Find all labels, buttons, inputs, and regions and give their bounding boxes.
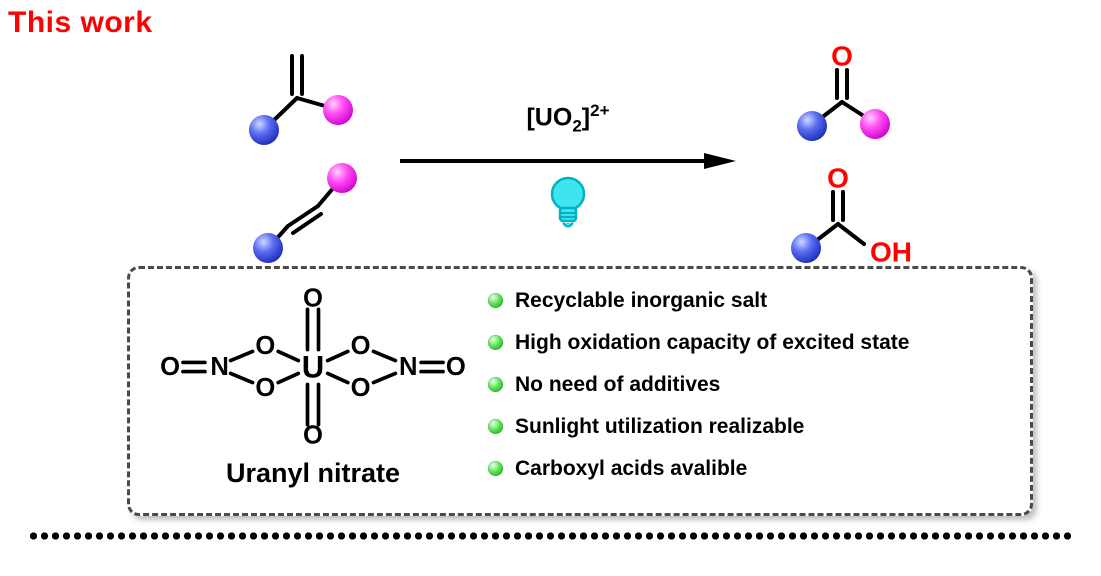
single-bond: [276, 349, 301, 363]
blue-sphere: [253, 233, 283, 263]
bulb-base: [558, 207, 578, 223]
single-bond: [228, 349, 255, 363]
bulb-glass: [550, 177, 586, 212]
feature-label: Carboxyl acids avalible: [515, 456, 748, 480]
feature-list: Recyclable inorganic salt High oxidation…: [488, 288, 909, 481]
bulb-tip: [562, 222, 574, 228]
lightbulb-icon: [550, 177, 586, 228]
list-item: Recyclable inorganic salt: [488, 288, 909, 313]
oxygen-atom: O: [351, 374, 371, 402]
feature-label: Recyclable inorganic salt: [515, 288, 768, 312]
single-bond: [276, 371, 301, 385]
single-bond: [371, 349, 398, 363]
arrow-head: [704, 153, 736, 170]
double-bond: [286, 204, 320, 228]
oxygen-atom: O: [827, 163, 849, 194]
green-bullet-icon: [488, 419, 503, 434]
list-item: High oxidation capacity of excited state: [488, 330, 909, 355]
reagent-charge: 2+: [590, 101, 610, 120]
list-item: Sunlight utilization realizable: [488, 414, 909, 439]
catalyst-label: Uranyl nitrate: [225, 458, 401, 488]
single-bond: [371, 371, 398, 385]
list-item: Carboxyl acids avalible: [488, 456, 909, 481]
reagent-close: ]: [581, 103, 591, 132]
oxygen-atom: O: [831, 41, 853, 72]
single-bond: [228, 371, 255, 385]
oxygen-atom: O: [351, 332, 371, 360]
magenta-sphere: [860, 109, 890, 139]
blue-sphere: [797, 111, 827, 141]
nitrogen-atom: N: [210, 353, 229, 381]
uranyl-nitrate-structure: O N O O U O O O O N O: [160, 284, 466, 450]
hydroxyl-group: OH: [870, 237, 912, 268]
feature-label: High oxidation capacity of excited state: [515, 330, 910, 354]
feature-label: Sunlight utilization realizable: [515, 414, 805, 438]
product-carboxylic-acid: O OH: [791, 163, 912, 268]
oxygen-atom: O: [255, 332, 275, 360]
green-bullet-icon: [488, 293, 503, 308]
reactant-alkene-1: [249, 54, 353, 145]
reagent-open: [UO: [526, 103, 573, 132]
single-bond: [836, 222, 866, 246]
feature-label: No need of additives: [515, 372, 721, 396]
oxygen-atom: O: [255, 374, 275, 402]
double-bond: [291, 212, 323, 235]
reaction-arrow: [400, 153, 736, 170]
reagent-subscript: 2: [572, 116, 582, 136]
page-title: This work: [8, 6, 153, 39]
list-item: No need of additives: [488, 372, 909, 397]
oxygen-atom: O: [446, 353, 466, 381]
reagent-label: [UO2]2+: [398, 96, 738, 141]
dotted-divider: [28, 532, 1072, 540]
highlight-box: [127, 266, 1033, 516]
single-bond: [325, 349, 350, 363]
green-bullet-icon: [488, 377, 503, 392]
reaction-conditions: [UO2]2+: [398, 96, 738, 235]
green-bullet-icon: [488, 461, 503, 476]
oxygen-atom: O: [160, 353, 180, 381]
single-bond: [325, 371, 350, 385]
magenta-sphere: [323, 95, 353, 125]
green-bullet-icon: [488, 335, 503, 350]
nitrogen-atom: N: [399, 353, 418, 381]
blue-sphere: [249, 115, 279, 145]
magenta-sphere: [327, 163, 357, 193]
oxygen-atom: O: [303, 422, 323, 450]
oxygen-atom: O: [303, 284, 323, 312]
product-ketone: O: [797, 41, 890, 141]
uranium-atom: U: [302, 350, 324, 385]
reactant-alkene-2: [253, 163, 357, 263]
blue-sphere: [791, 233, 821, 263]
